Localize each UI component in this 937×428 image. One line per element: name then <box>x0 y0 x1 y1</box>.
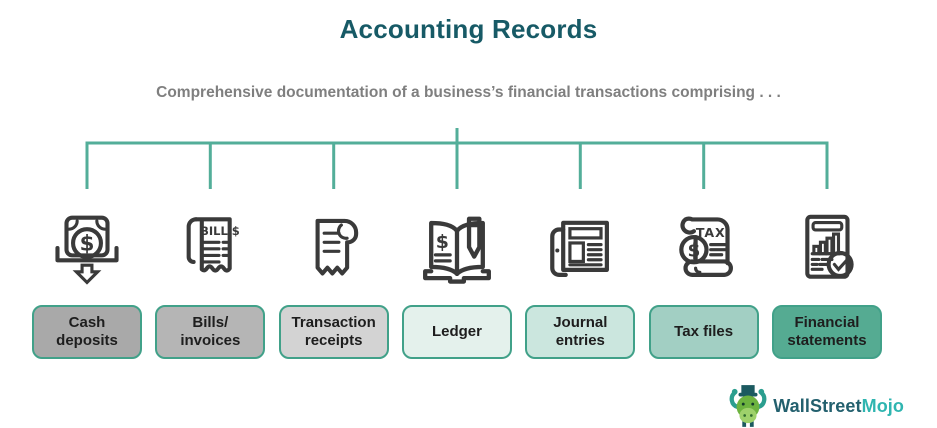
svg-text:BILL $: BILL $ <box>200 224 240 238</box>
bull-mascot-icon <box>729 385 767 427</box>
svg-text:$: $ <box>80 231 95 256</box>
logo-text-accent: Mojo <box>861 395 904 416</box>
label-tax-files: Tax files <box>648 305 759 359</box>
item-journal-entries: Journal entries <box>525 200 636 359</box>
page-title: Accounting Records <box>339 14 598 44</box>
connector-lines-icon <box>85 128 829 189</box>
svg-text:TAX: TAX <box>696 225 726 240</box>
item-bills-invoices: BILL $ Bills/ invoices <box>155 200 266 359</box>
connector-tree <box>32 127 882 200</box>
newspaper-icon <box>538 200 622 296</box>
financial-report-icon <box>786 200 868 296</box>
item-transaction-receipts: Transaction receipts <box>278 200 389 359</box>
subtitle: Comprehensive documentation of a busines… <box>156 84 781 101</box>
receipt-icon <box>293 200 375 296</box>
svg-text:$: $ <box>687 240 700 261</box>
tax-scroll-icon: TAX $ <box>662 200 746 296</box>
item-tax-files: TAX $ Tax files <box>648 200 759 359</box>
items-row: $ Cash deposits BILL $ <box>32 200 882 359</box>
label-ledger: Ledger <box>401 305 512 359</box>
svg-text:$: $ <box>436 231 449 253</box>
label-transaction-receipts: Transaction receipts <box>278 305 389 359</box>
logo-wordmark: WallStreetMojo <box>773 396 904 417</box>
item-financial-statements: Financial statements <box>771 200 882 359</box>
bill-invoice-icon: BILL $ <box>169 200 251 296</box>
wallstreetmojo-logo: WallStreetMojo <box>729 385 904 427</box>
logo-text-primary: WallStreet <box>773 395 862 416</box>
label-bills-invoices: Bills/ invoices <box>155 305 266 359</box>
label-journal-entries: Journal entries <box>525 305 636 359</box>
cash-deposit-icon: $ <box>46 200 128 296</box>
label-cash-deposits: Cash deposits <box>32 305 142 359</box>
item-cash-deposits: $ Cash deposits <box>32 200 142 359</box>
ledger-book-icon: $ <box>414 200 500 296</box>
label-financial-statements: Financial statements <box>771 305 882 359</box>
item-ledger: $ Ledger <box>401 200 512 359</box>
